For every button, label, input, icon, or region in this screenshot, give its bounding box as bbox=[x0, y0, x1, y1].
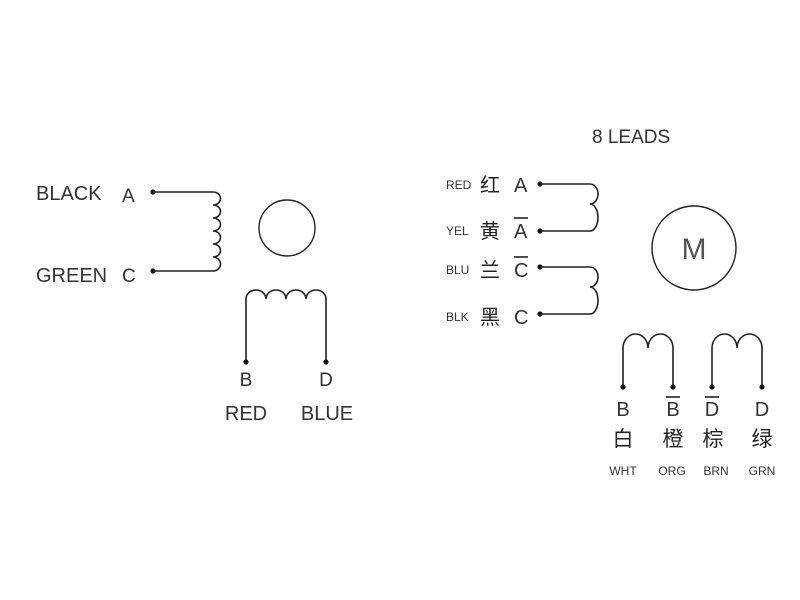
lead-3-color-cn: 兰 bbox=[480, 258, 500, 282]
right-motor-circle bbox=[651, 205, 737, 291]
left-pin-b-letter: B bbox=[240, 370, 253, 391]
coil-a-abar bbox=[540, 183, 599, 232]
coil-dbar-d bbox=[711, 333, 763, 387]
lead-2-color-cn: 黄 bbox=[480, 219, 500, 243]
lead-b-terminal bbox=[620, 384, 626, 390]
lead-3-letter: C bbox=[514, 260, 528, 282]
lead-bbar-terminal bbox=[670, 384, 676, 390]
left-motor: BLACK A GREEN C B D RED BLUE bbox=[36, 183, 353, 425]
left-pin-d-color: BLUE bbox=[301, 403, 353, 425]
left-motor-rotor bbox=[258, 199, 316, 257]
lead-4-color-en: BLK bbox=[446, 310, 469, 324]
lead-2-color-en: YEL bbox=[446, 224, 469, 238]
lead-b-color-en: WHT bbox=[609, 464, 637, 478]
left-pin-d-letter: D bbox=[319, 370, 333, 391]
motor-symbol: M bbox=[682, 233, 707, 266]
lead-4-color-cn: 黑 bbox=[480, 305, 500, 329]
coil-b-bbar bbox=[622, 333, 674, 387]
left-pin-a-color: BLACK bbox=[36, 183, 102, 205]
left-coil-ac bbox=[153, 191, 222, 272]
lead-1-color-cn: 红 bbox=[480, 173, 500, 197]
coil-cbar-c bbox=[540, 266, 599, 315]
lead-b-color-cn: 白 bbox=[613, 427, 634, 451]
lead-2-letter: A bbox=[514, 221, 528, 243]
left-pin-c-color: GREEN bbox=[36, 265, 107, 287]
left-terminal-b bbox=[243, 359, 249, 365]
lead-bbar-letter: B bbox=[666, 399, 679, 421]
lead-d-letter: D bbox=[755, 399, 769, 421]
lead-4-letter: C bbox=[514, 307, 528, 329]
lead-3-color-en: BLU bbox=[446, 263, 469, 277]
lead-dbar-letter: D bbox=[705, 399, 719, 421]
left-pin-b-color: RED bbox=[225, 403, 267, 425]
left-pin-a-letter: A bbox=[122, 186, 135, 207]
left-coil-bd bbox=[245, 289, 327, 362]
right-motor-title: 8 LEADS bbox=[592, 127, 670, 148]
lead-dbar-color-en: BRN bbox=[703, 464, 728, 478]
lead-d-color-en: GRN bbox=[749, 464, 776, 478]
left-pin-c-letter: C bbox=[122, 266, 136, 287]
lead-bbar-color-cn: 橙 bbox=[663, 427, 684, 451]
lead-dbar-color-cn: 棕 bbox=[703, 427, 724, 451]
left-terminal-d bbox=[323, 359, 329, 365]
lead-1-letter: A bbox=[514, 175, 528, 197]
right-motor: 8 LEADS RED 红 A YEL 黄 A BLU 兰 C BLK 黑 C … bbox=[446, 127, 775, 478]
lead-dbar-terminal bbox=[709, 384, 715, 390]
lead-d-color-cn: 绿 bbox=[752, 427, 773, 451]
lead-b-letter: B bbox=[616, 399, 629, 421]
lead-d-terminal bbox=[759, 384, 765, 390]
lead-1-color-en: RED bbox=[446, 178, 472, 192]
lead-bbar-color-en: ORG bbox=[658, 464, 685, 478]
